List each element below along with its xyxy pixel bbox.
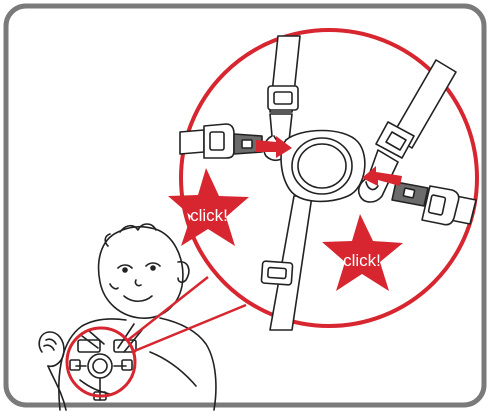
zoom-indicator — [65, 276, 247, 398]
click-star-right: click! — [322, 214, 403, 291]
left-arrow — [256, 136, 292, 158]
baby-illustration — [38, 223, 217, 411]
click-label-left: click! — [190, 206, 228, 225]
harness-detail — [179, 35, 477, 331]
click-label-right: click! — [343, 251, 381, 270]
click-star-left: click! — [168, 168, 249, 246]
right-arrow — [362, 166, 402, 186]
insert-arrows — [256, 136, 402, 186]
